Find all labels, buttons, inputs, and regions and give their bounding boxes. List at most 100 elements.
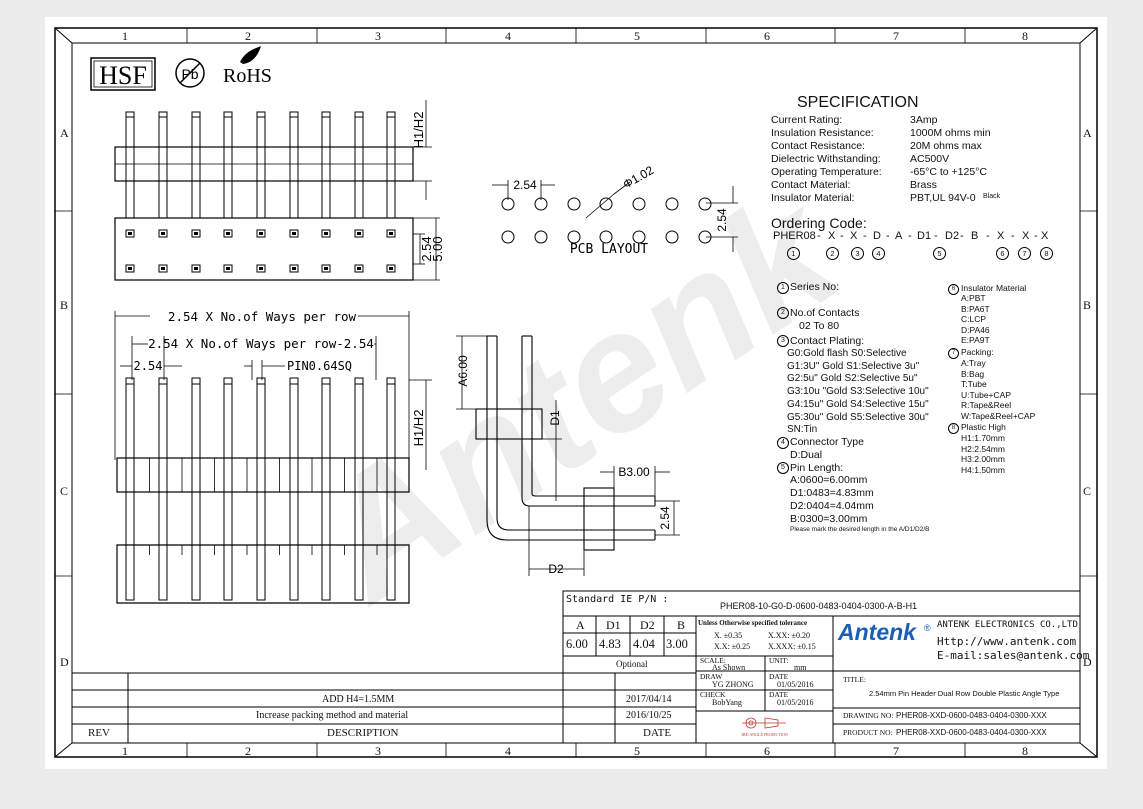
spec-value: 1000M ohms min	[910, 127, 991, 139]
paper	[45, 17, 1107, 769]
plastic-high-item: H2:2.54mm	[961, 443, 1005, 454]
front-view-pins	[125, 377, 396, 601]
angle-view-dimensions	[456, 335, 680, 576]
pcb-hole	[599, 197, 613, 211]
ordering-marker: 2	[826, 247, 839, 260]
top-hole	[256, 229, 266, 238]
plating-item: G1:3U" Gold S1:Selective 3u"	[787, 360, 920, 372]
tolerance-4: X.XXX: ±0.15	[768, 642, 816, 651]
pcb-layout-label: PCB LAYOUT	[570, 242, 648, 257]
pcb-hole	[501, 230, 515, 244]
dim-header-d2: D2	[640, 618, 655, 632]
ordering-code-part: -	[986, 230, 990, 242]
front-pin	[125, 377, 135, 601]
front-view-dimensions	[114, 311, 432, 470]
zone-row-a-right: A	[1083, 126, 1092, 140]
top-view-dimensions	[413, 100, 440, 281]
revision-2-date: 2016/10/25	[626, 710, 672, 721]
pcb-row-pitch-dim: 2.54	[715, 208, 729, 232]
h1h2-label-top: H1/H2	[411, 112, 426, 149]
marker-7: 7	[948, 347, 959, 359]
marker-8: 8	[948, 422, 959, 434]
rohs-logo: RoHS	[223, 65, 272, 87]
ordering-code-part: D	[873, 230, 881, 242]
packing-item: W:Tape&Reel+CAP	[961, 411, 1036, 421]
pcb-hole	[599, 230, 613, 244]
tolerance-title: Unless Otherwise specified tolerance	[698, 619, 808, 627]
top-hole	[125, 264, 135, 273]
dim-header-d1: D1	[606, 618, 621, 632]
front-view-notches	[116, 458, 378, 555]
insulator-item: E:PA9T	[961, 335, 990, 345]
zone-col-5-bottom: 5	[634, 744, 640, 758]
date-header: DATE	[643, 727, 672, 739]
top-hole	[354, 229, 364, 238]
front-pin	[256, 377, 266, 601]
spec-label: Insulator Material:	[771, 192, 855, 204]
tolerance-3: X.X: ±0.25	[714, 642, 751, 651]
top-hole-core	[259, 267, 263, 270]
plating-item: SN:Tin	[787, 424, 818, 436]
pin-length-label: Pin Length:	[790, 462, 844, 474]
ordering-marker: 8	[1040, 247, 1053, 260]
pcb-hole	[567, 197, 581, 211]
pcb-hole	[665, 197, 679, 211]
pb-free-icon	[175, 58, 205, 88]
ordering-code-part: -	[934, 230, 938, 242]
pcb-hole	[632, 230, 646, 244]
packing-item: A:Tray	[961, 358, 986, 368]
pcb-hole	[632, 197, 646, 211]
plastic-high-item: H3:2.00mm	[961, 454, 1005, 465]
ordering-code-part: -	[840, 230, 844, 242]
scale-label: SCALE:	[700, 656, 726, 665]
spec-black-note: Black	[983, 193, 1001, 200]
ordering-code-part: -	[960, 230, 964, 242]
ways-per-row-minus-dim: 2.54 X No.of Ways per row-2.54	[148, 336, 374, 351]
ordering-code-part: A	[895, 230, 903, 242]
title-block-lines	[72, 590, 1081, 744]
pcb-layout-dimensions	[492, 180, 738, 252]
registered-mark: ®	[924, 623, 931, 633]
pb-free-slash	[179, 62, 201, 84]
top-hole	[386, 264, 396, 273]
top-hole-core	[161, 267, 165, 270]
top-hole-core	[226, 232, 230, 235]
hsf-logo: HSF	[99, 61, 147, 90]
front-pin	[354, 377, 364, 601]
zone-col-2-bottom: 2	[245, 744, 251, 758]
top-hole	[386, 229, 396, 238]
insulator-item: C:LCP	[961, 314, 987, 324]
spec-label: Current Rating:	[771, 114, 843, 126]
zone-col-3-bottom: 3	[375, 744, 381, 758]
title-label: TITLE:	[843, 675, 866, 684]
optional-label: Optional	[616, 659, 648, 669]
projection-icon	[742, 717, 786, 729]
ordering-code-part: X	[850, 230, 858, 242]
marker-3: 3	[777, 335, 789, 347]
spec-label: Contact Resistance:	[771, 140, 865, 152]
zone-col-6-bottom: 6	[764, 744, 770, 758]
ordering-title: Ordering Code:	[771, 215, 867, 231]
dim-b300: B3.00	[618, 465, 650, 479]
dim-value-d2: 4.04	[633, 637, 655, 651]
spec-value: 3Amp	[910, 114, 938, 126]
top-hole	[321, 264, 331, 273]
plastic-high-item: H1:1.70mm	[961, 433, 1005, 443]
ordering-code-part: PHER08	[773, 230, 816, 242]
spec-title: SPECIFICATION	[797, 94, 919, 111]
front-pin	[321, 377, 331, 601]
spec-value: AC500V	[910, 153, 950, 165]
dim-value-d1: 4.83	[599, 637, 621, 651]
top-hole-core	[128, 267, 132, 270]
plating-item: G2:5u" Gold S2:Selective 5u"	[787, 373, 918, 385]
top-hole	[158, 264, 168, 273]
ordering-code-part: -	[886, 230, 890, 242]
top-hole-core	[194, 267, 198, 270]
zone-row-c-right: C	[1083, 484, 1092, 498]
spec-value: 20M ohms max	[910, 140, 982, 152]
marker-2: 2	[777, 307, 789, 319]
hsf-logo-frame	[90, 57, 156, 91]
dim-header-b: B	[677, 618, 686, 632]
top-hole	[354, 264, 364, 273]
unit-value: mm	[794, 663, 807, 672]
